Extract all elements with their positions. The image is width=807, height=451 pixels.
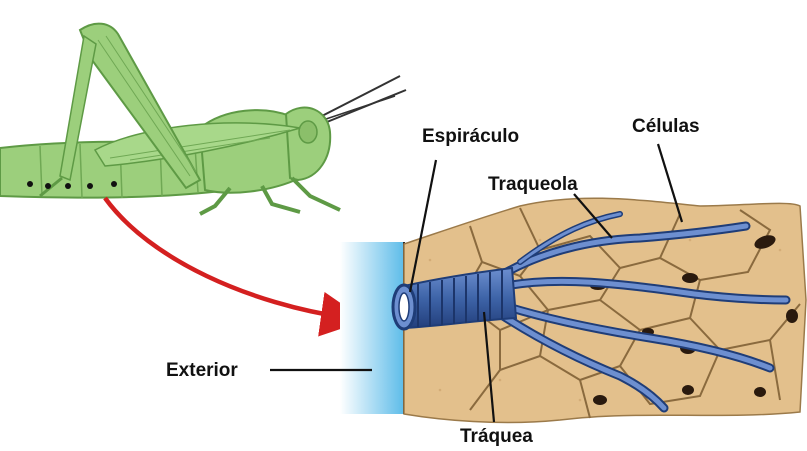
label-traqueola: Traqueola [488,174,578,195]
red-arrow [105,198,348,318]
exterior-region [340,242,404,414]
label-celulas: Células [632,116,700,137]
label-exterior: Exterior [166,360,238,381]
grasshopper-illustration [0,24,406,214]
label-espiraculo: Espiráculo [422,126,519,147]
label-traquea: Tráquea [460,426,533,447]
